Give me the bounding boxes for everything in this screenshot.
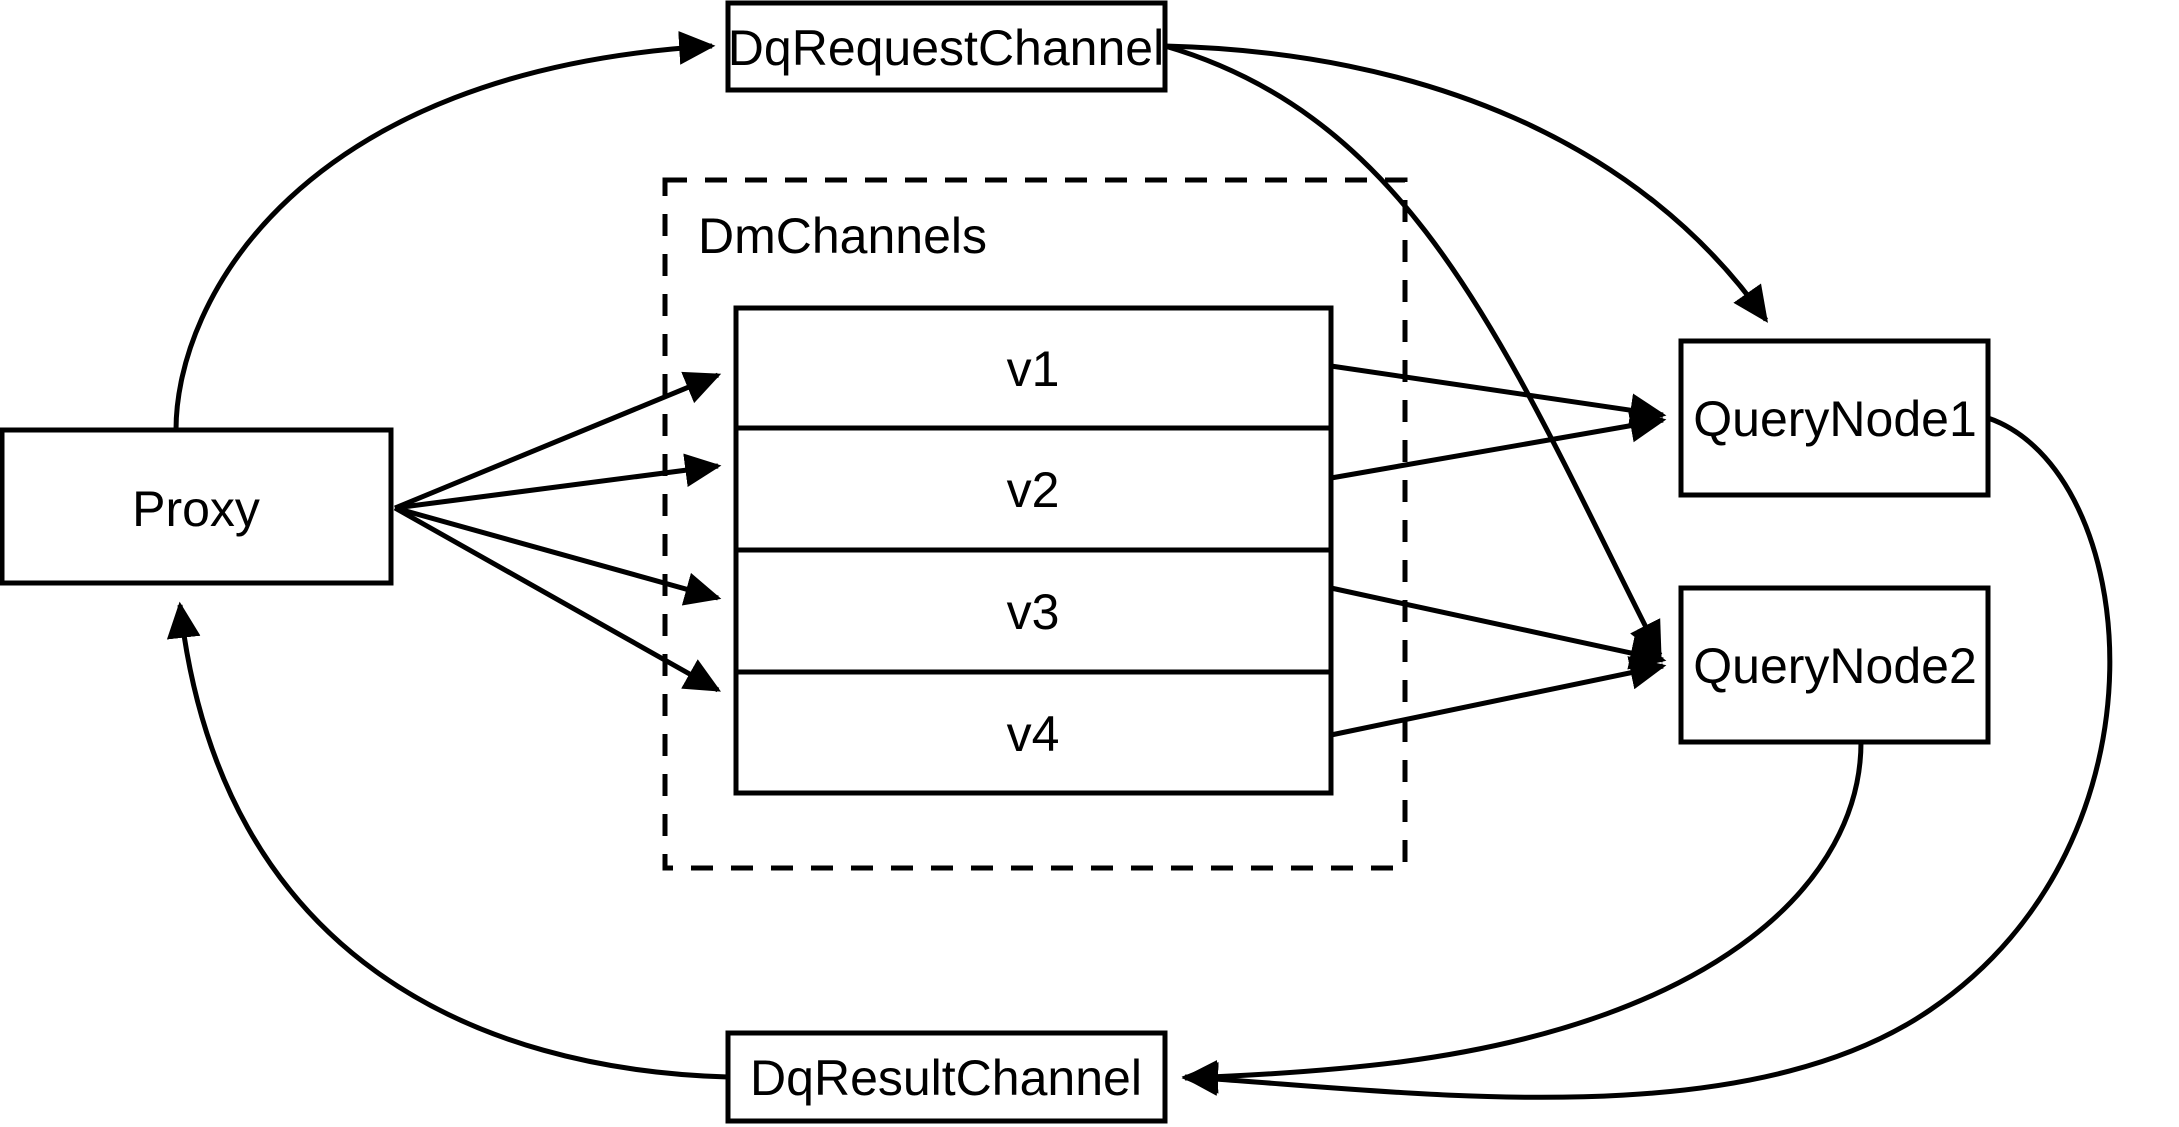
channel-v2-label[interactable]: v2: [1007, 462, 1060, 518]
node-dq-request-channel-label: DqRequestChannel: [728, 20, 1164, 76]
channel-v1-label[interactable]: v1: [1007, 341, 1060, 397]
edge-proxy-to-v1: [394, 371, 722, 511]
edge-proxy-to-v3: [394, 505, 722, 606]
edge-v4-to-querynode2: [1330, 656, 1667, 738]
edge-dqrequestchannel-to-querynode1: [1164, 43, 1769, 323]
edge-v2-to-querynode1: [1330, 409, 1667, 481]
edge-v1-to-querynode1: [1330, 363, 1667, 427]
edge-dqrequestchannel-to-querynode2: [1164, 43, 1663, 659]
dm-channels-label: DmChannels: [698, 208, 987, 264]
node-query-node-1-label: QueryNode1: [1693, 391, 1977, 447]
node-query-node-2-label: QueryNode2: [1693, 638, 1977, 694]
node-query-node-1[interactable]: [1678, 338, 1991, 498]
node-query-node-2[interactable]: [1678, 585, 1991, 745]
node-proxy-label: Proxy: [132, 481, 260, 537]
channel-v3-label[interactable]: v3: [1007, 584, 1060, 640]
node-dq-request-channel[interactable]: [725, 0, 1168, 93]
node-dq-result-channel-label: DqResultChannel: [750, 1050, 1142, 1106]
edge-querynode2-to-dqresultchannel: [1181, 741, 1864, 1094]
node-dq-result-channel[interactable]: [725, 1030, 1168, 1124]
edge-proxy-to-dqrequestchannel: [173, 31, 716, 431]
dm-channels-group: [662, 177, 1408, 871]
edge-proxy-to-v4: [393, 505, 721, 693]
edge-dqresultchannel-to-proxy: [166, 601, 729, 1080]
node-proxy[interactable]: [0, 427, 394, 586]
channel-v4-label[interactable]: v4: [1007, 706, 1060, 762]
edge-v3-to-querynode2: [1330, 585, 1667, 670]
edge-querynode1-to-dqresultchannel: [1181, 415, 2113, 1100]
